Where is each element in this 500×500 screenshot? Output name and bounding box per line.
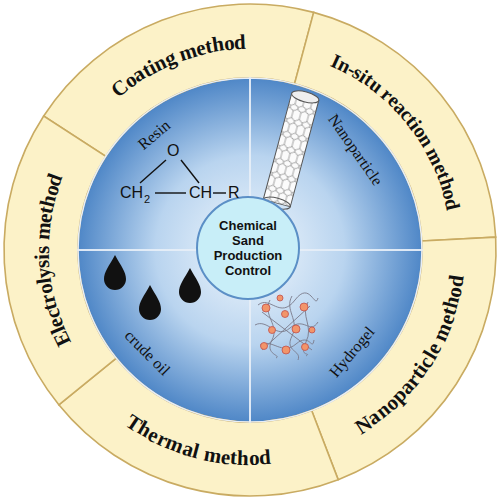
outline (59, 358, 338, 496)
outer-ring (4, 4, 496, 496)
outline (295, 12, 496, 241)
epoxide-bonds (140, 160, 226, 193)
material-label: Hydrogel (326, 323, 379, 381)
chemical-formula-text: CH (189, 184, 212, 202)
outline (78, 250, 250, 422)
outline (78, 78, 250, 250)
inner-disc (78, 78, 422, 422)
material-label: Nanoparticle (324, 111, 386, 189)
outline (312, 237, 496, 480)
center-title: Chemical Sand Production Control (206, 218, 290, 278)
outline (250, 250, 422, 422)
chemical-formula-text: CH (120, 184, 143, 202)
chemical-formula-text: R (228, 184, 240, 202)
material-label: crude oil (121, 327, 174, 380)
nanotube (262, 88, 320, 211)
outline (44, 4, 314, 156)
outline (4, 116, 116, 405)
outline (250, 78, 422, 250)
oil-drops (104, 255, 201, 320)
chemical-formula-text: 2 (144, 193, 150, 206)
center-circle: Chemical Sand Production Control (196, 196, 300, 300)
chemical-formula-text: O (167, 142, 179, 160)
hydrogel-network (255, 293, 318, 360)
